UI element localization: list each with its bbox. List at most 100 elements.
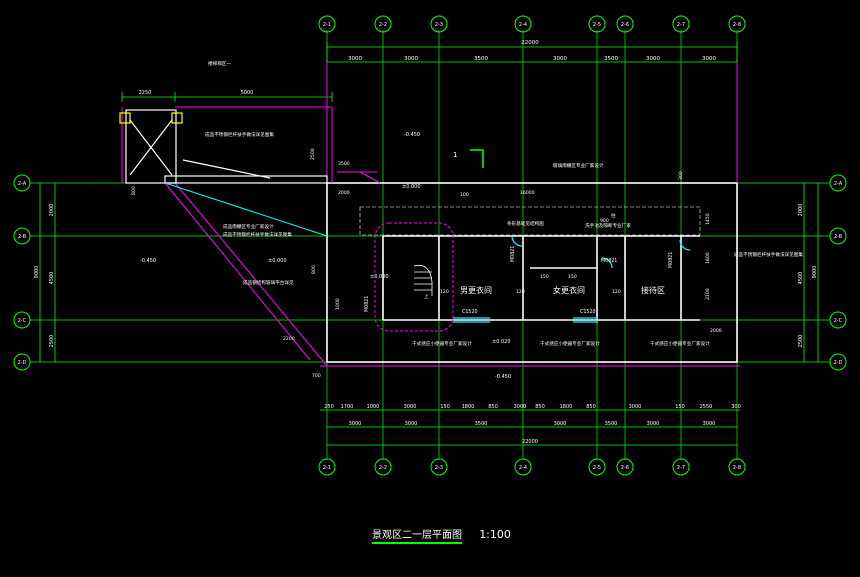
dim-bottom-bay-2: 3000 (405, 421, 418, 427)
dimension-chain-sides (39, 183, 819, 362)
misc-dim-5: 800 (131, 186, 137, 195)
misc-dim-8: 300 (678, 171, 684, 180)
elev-000-b: ±0.000 (268, 258, 287, 264)
dim-bottom-detail-11: 850 (586, 404, 596, 410)
dim-bottom-detail-6: 1800 (462, 404, 475, 410)
label-dry-urinal-1: 干式感应小便器专业厂家设计 (412, 340, 472, 347)
room-reception: 接待区 (641, 285, 665, 295)
elev-000-c: ±0.000 (370, 274, 389, 280)
dim-bottom-detail-1: 250 (324, 404, 334, 410)
label-stair-zone: 楼梯梯区一 (208, 60, 231, 67)
axis-bottom-3: 2-3 (435, 465, 443, 471)
dim-bottom-bay-3: 3500 (475, 421, 488, 427)
dim-left-part-3: 2500 (49, 335, 55, 348)
axis-left-a: 2-A (18, 181, 27, 187)
openings (453, 235, 691, 323)
dim-right-total: 9000 (812, 266, 818, 279)
dim-top-bay-5: 3500 (604, 56, 618, 62)
annex-dim-2: 5000 (241, 90, 254, 96)
label-railing-top: 成品不锈钢栏杆扶手做法详见图集 (205, 131, 274, 138)
axis-top-2: 2-2 (379, 22, 387, 28)
elev-neg020: ±0.020 (492, 339, 511, 345)
drawing-title: 景观区二一层平面图 (372, 530, 462, 544)
dim-bottom-detail-3: 1000 (367, 404, 380, 410)
axis-bottom-8: 2-8 (733, 465, 741, 471)
drawing-caption: 景观区二一层平面图 1:100 (372, 526, 511, 544)
dim-top-bay-7: 3000 (702, 56, 716, 62)
dim-left-part-2: 4500 (49, 272, 55, 285)
dim-bottom-detail-10: 1800 (560, 404, 573, 410)
label-glass-canopy: 玻璃雨棚区专业厂家设计 (553, 162, 604, 169)
dim-bottom-bay-1: 3000 (349, 421, 362, 427)
dim-bottom-detail-7: 850 (488, 404, 498, 410)
dim-bottom-detail-13: 150 (675, 404, 685, 410)
label-strip: 条形基础见结构图 (507, 220, 544, 227)
dim-bottom-bay-4: 3000 (554, 421, 567, 427)
label-canopy-2: 成品不锈钢栏杆扶手做法详见图集 (223, 231, 292, 238)
dim-top-bay-2: 3000 (404, 56, 418, 62)
misc-dim-1: 3500 (338, 161, 350, 167)
elev-000-a: ±0.000 (402, 184, 421, 190)
label-stair-up: 上 (424, 293, 429, 300)
misc-dim-21: 700 (312, 373, 321, 379)
drawing-scale: 1:100 (479, 528, 511, 541)
axis-top-7: 2-7 (677, 22, 685, 28)
dim-top-bay-1: 3000 (348, 56, 362, 62)
axis-bottom-2: 2-2 (379, 465, 387, 471)
axis-top-8: 2-8 (733, 22, 741, 28)
elev-neg450-c: -0.450 (495, 374, 511, 380)
label-dry-urinal-3: 干式感应小便器专业厂家设计 (650, 340, 710, 347)
elev-neg450-a: -0.450 (404, 132, 420, 138)
dim-bottom-detail-8: 3000 (514, 404, 527, 410)
axis-bottom-5: 2-5 (593, 465, 601, 471)
dimension-chain-bottom (320, 409, 740, 446)
misc-dim-7: 900 (600, 218, 609, 224)
annex-dimensions (121, 92, 333, 102)
axis-bottom-7: 2-7 (677, 465, 685, 471)
dim-bottom-detail-14: 2550 (700, 404, 713, 410)
diagonal-brace (164, 182, 328, 237)
axis-left-b: 2-B (18, 234, 27, 240)
building-walls (326, 182, 738, 363)
dim-left-part-1: 2000 (49, 204, 55, 217)
label-dry-urinal-2: 干式感应小便器专业厂家设计 (540, 340, 600, 347)
section-mark-label: 1 (453, 151, 457, 159)
room-male: 男更衣间 (460, 285, 492, 295)
misc-dim-13: 2000 (710, 328, 722, 334)
axis-bubbles-sides (13, 174, 847, 371)
door-tag-1: M0821 (510, 246, 516, 262)
room-female: 女更衣间 (553, 285, 585, 295)
window-tag-1: C1520 (462, 309, 478, 315)
misc-dim-20: 100 (460, 192, 469, 198)
misc-dim-15: 150 (540, 274, 549, 280)
door-tag-3: M0821 (668, 252, 674, 268)
dim-bottom-detail-9: 850 (535, 404, 545, 410)
misc-dim-10: 1800 (705, 252, 711, 264)
dim-bottom-detail-2: 1700 (341, 404, 354, 410)
axis-top-6: 2-6 (621, 22, 629, 28)
dim-right-part-2: 4500 (798, 272, 804, 285)
misc-dim-2: 2500 (310, 148, 316, 160)
label-railing-right: 成品不锈钢栏杆扶手做法详见图集 (734, 251, 803, 258)
label-slope: 成品钢结构玻璃平台详见 (243, 279, 294, 286)
axis-top-1: 2-1 (323, 22, 331, 28)
axis-bubbles-top (318, 15, 746, 33)
axis-right-b: 2-B (834, 234, 843, 240)
annex-structure (119, 109, 328, 184)
dim-bottom-bay-7: 3000 (703, 421, 716, 427)
axis-bottom-6: 2-6 (621, 465, 629, 471)
axis-top-4: 2-4 (519, 22, 527, 28)
door-tag-2: M0821 (601, 258, 617, 264)
misc-dim-18: 120 (612, 289, 621, 295)
dim-bottom-detail-15: 300 (731, 404, 741, 410)
dim-right-part-3: 2500 (798, 335, 804, 348)
dim-top-bay-4: 3000 (553, 56, 567, 62)
misc-dim-3: 2000 (338, 190, 350, 196)
dim-bottom-detail-5: 150 (440, 404, 450, 410)
elev-neg450-b: -0.450 (140, 258, 156, 264)
dim-bottom-detail-12: 3000 (629, 404, 642, 410)
axis-left-d: 2-D (18, 360, 27, 366)
axis-right-c: 2-C (834, 318, 843, 324)
window-tag-2: C1520 (580, 309, 596, 315)
